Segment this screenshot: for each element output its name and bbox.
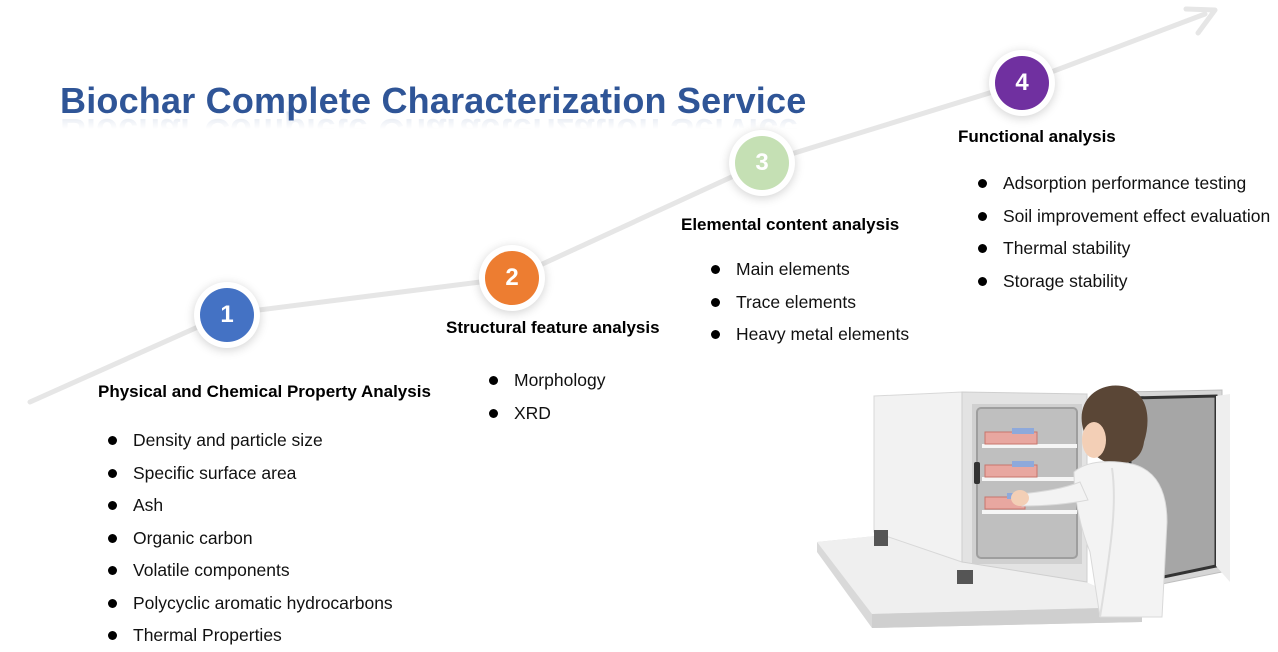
step-4-title: Functional analysis: [958, 127, 1116, 146]
step-3-number-badge: 3: [735, 136, 789, 190]
list-item: Main elements: [711, 253, 909, 286]
step-2-title: Structural feature analysis: [446, 318, 660, 337]
list-item: Thermal stability: [978, 232, 1270, 265]
step-4-number-badge: 4: [995, 56, 1049, 110]
list-item: XRD: [489, 397, 605, 430]
list-item: Adsorption performance testing: [978, 167, 1270, 200]
list-item: Storage stability: [978, 265, 1270, 298]
step-2-item-list: Morphology XRD: [489, 364, 605, 429]
step-1-item-list: Density and particle size Specific surfa…: [108, 424, 393, 652]
list-item: Heavy metal elements: [711, 318, 909, 351]
step-3-title: Elemental content analysis: [681, 215, 900, 234]
list-item: Density and particle size: [108, 424, 393, 457]
list-item: Organic carbon: [108, 522, 393, 555]
step-3-item-list: Main elements Trace elements Heavy metal…: [711, 253, 909, 351]
arrow-head-icon: [1183, 6, 1218, 36]
list-item: Trace elements: [711, 286, 909, 319]
step-4-item-list: Adsorption performance testing Soil impr…: [978, 167, 1270, 297]
step-1-title: Physical and Chemical Property Analysis: [98, 382, 431, 401]
progress-path-line: [27, 11, 1208, 405]
step-2-number-badge: 2: [485, 251, 539, 305]
page-title: Biochar Complete Characterization Servic…: [60, 80, 807, 121]
list-item: Ash: [108, 489, 393, 522]
list-item: Specific surface area: [108, 457, 393, 490]
list-item: Volatile components: [108, 554, 393, 587]
step-1-number-badge: 1: [200, 288, 254, 342]
list-item: Soil improvement effect evaluation: [978, 200, 1270, 233]
lab-incubator-scientist-icon: [817, 385, 1230, 628]
list-item: Morphology: [489, 364, 605, 397]
list-item: Thermal Properties: [108, 619, 393, 652]
list-item: Polycyclic aromatic hydrocarbons: [108, 587, 393, 620]
